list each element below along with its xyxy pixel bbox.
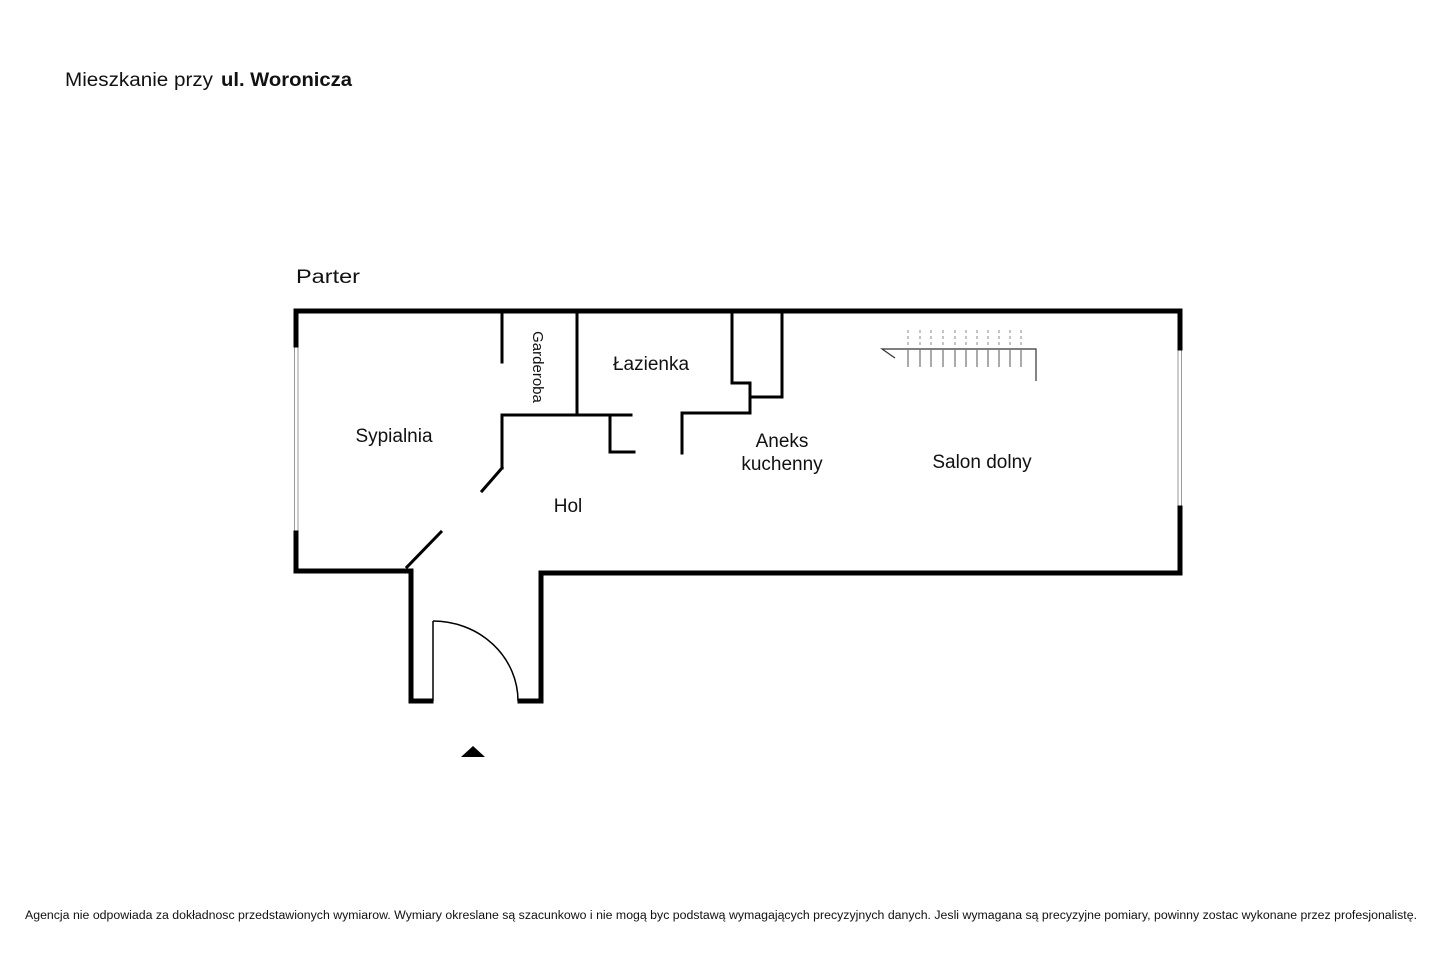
room-label-hol: Hol <box>554 496 583 517</box>
window-east <box>1177 348 1182 508</box>
outer-wall-north <box>293 308 1183 351</box>
room-label-salon-dolny: Salon dolny <box>932 452 1032 473</box>
floor-label: Parter <box>296 267 361 288</box>
room-label-lazienka: Łazienka <box>613 354 689 375</box>
door-sypialnia-diagonal <box>479 465 505 494</box>
wall-kitchen-column <box>748 312 784 399</box>
entrance-arrow-icon <box>461 746 485 757</box>
room-label-aneks-line2: kuchenny <box>741 454 823 475</box>
wall-hol-north <box>500 413 633 470</box>
stairs-icon <box>880 330 1037 381</box>
wall-lazienka-stub <box>608 413 636 454</box>
listing-title-street: ul. Woronicza <box>221 70 352 91</box>
door-swing-icon <box>432 620 519 702</box>
window-west <box>294 345 299 533</box>
disclaimer-text: Agencja nie odpowiada za dokładnosc prze… <box>25 910 1417 922</box>
room-label-garderoba: Garderoba <box>529 331 546 403</box>
listing-title-prefix: Mieszkanie przy <box>65 70 214 91</box>
room-label-aneks-line1: Aneks <box>756 431 809 452</box>
outer-wall-southeast <box>517 505 1183 704</box>
door-entrance-diagonal <box>404 529 444 570</box>
room-label-sypialnia: Sypialnia <box>355 426 433 447</box>
floor-plan <box>293 308 1183 757</box>
outer-wall-southwest <box>293 530 434 704</box>
